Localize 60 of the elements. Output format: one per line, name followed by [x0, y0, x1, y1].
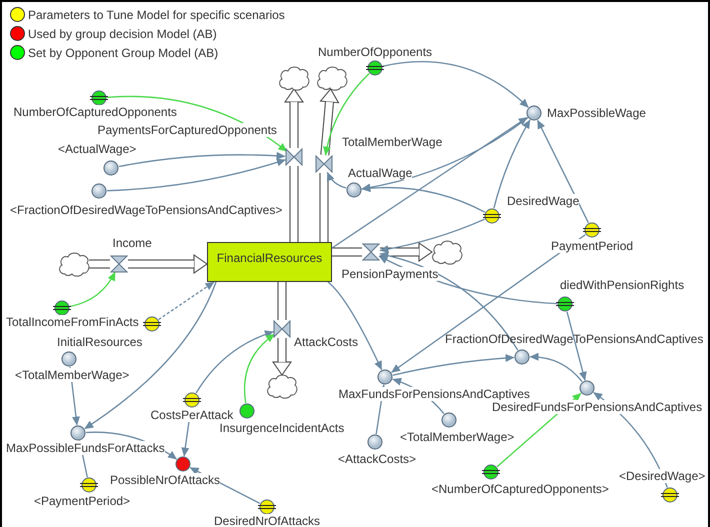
variable-label: <TotalMemberWage> [400, 430, 514, 444]
variable-label: <FractionOfDesiredWageToPensionsAndCaptives> [10, 203, 282, 217]
legend-text: Set by Opponent Group Model (AB) [28, 46, 218, 60]
link-arrow [106, 158, 286, 192]
link-arrow [382, 61, 529, 108]
legend-text: Used by group decision Model (AB) [28, 26, 217, 40]
variable-label: TotalIncomeFromFinActs [6, 315, 139, 329]
cloud-icon [315, 65, 349, 91]
link-arrow [379, 252, 518, 351]
link-arrow [361, 117, 528, 192]
variable-label: InitialResources [57, 335, 142, 349]
link-arrow [361, 184, 486, 213]
variable-label: <ActualWage> [58, 142, 136, 156]
link-arrow [379, 218, 485, 253]
link-arrow [158, 281, 214, 320]
flow-label: PaymentsForCapturedOpponents [98, 123, 277, 137]
variable-label: MaxPossibleWage [547, 106, 646, 120]
stock-box: FinancialResources [207, 242, 332, 282]
link-arrow [118, 152, 286, 168]
variable-label: DesiredNrOfAttacks [214, 514, 320, 527]
link-arrow [244, 334, 275, 404]
legend-text: Parameters to Tune Model for specific scenarios [28, 8, 285, 22]
variable-label: <NumberOfCapturedOpponents> [432, 482, 609, 496]
variable-label: ActualWage [348, 166, 412, 180]
variable-label: MaxPossibleFundsForAttacks [6, 441, 165, 455]
link-arrow [530, 353, 583, 382]
variable-label: <PaymentPeriod> [34, 494, 130, 508]
variable-label: InsurgenceIncidentActs [220, 421, 344, 435]
variable-label: CostsPerAttack [150, 408, 234, 422]
flow-label: TotalMemberWage [342, 135, 442, 149]
link-arrow [392, 354, 514, 376]
link-arrow [323, 73, 370, 156]
link-arrow [326, 172, 346, 189]
link-arrow [84, 282, 217, 430]
cloud-icon [430, 239, 464, 265]
link-arrow [493, 119, 531, 208]
flow-label: PensionPayments [342, 267, 438, 281]
cloud-icon [265, 373, 299, 399]
variable-label: diedWithPensionRights [560, 278, 684, 292]
variable-label: NumberOfOpponents [318, 45, 432, 59]
variable-label: PossibleNrOfAttacks [110, 473, 220, 487]
link-arrow [391, 234, 586, 373]
link-arrow [328, 282, 382, 370]
flow-label: Income [112, 236, 152, 250]
variable-label: PaymentPeriod [551, 239, 634, 253]
link-arrow [196, 330, 274, 394]
link-arrow [537, 120, 589, 224]
link-arrow [332, 116, 528, 249]
cloud-icon [277, 65, 311, 91]
flow-label: AttackCosts [294, 335, 358, 349]
variable-label: <AttackCosts> [338, 452, 416, 466]
variable-label: NumberOfCapturedOpponents [14, 105, 177, 119]
variable-label: <TotalMemberWage> [15, 368, 130, 382]
variable-label: MaxFundsForPensionsAndCaptives [338, 387, 530, 401]
cloud-icon [57, 251, 91, 277]
link-arrow [566, 312, 587, 381]
variable-label: <DesiredWage> [619, 469, 706, 483]
link-arrow [70, 272, 116, 308]
variable-label: DesiredFundsForPensionsAndCaptives [492, 400, 702, 414]
variable-label: DesiredWage [507, 194, 580, 208]
